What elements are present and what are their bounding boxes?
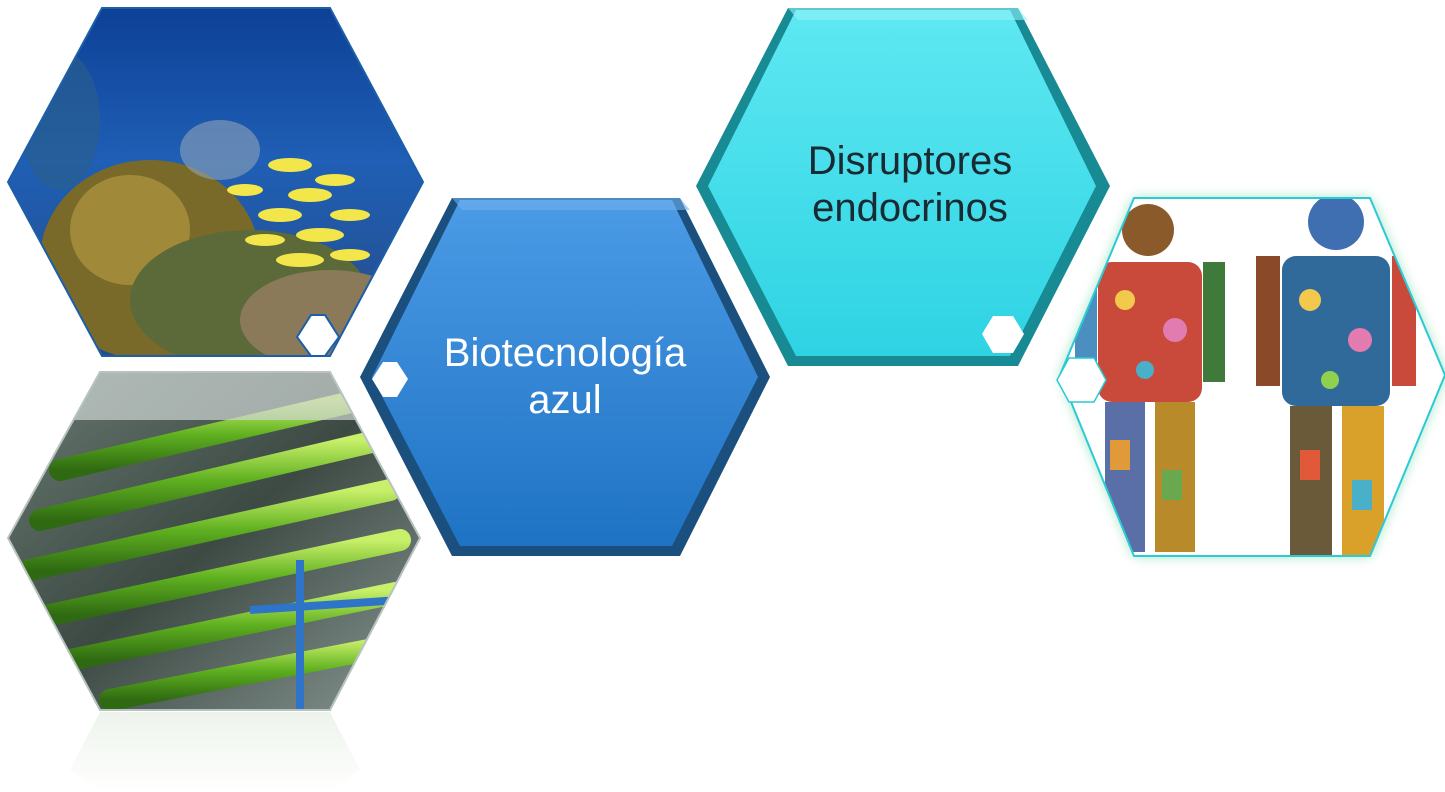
human-silhouettes-image: [1056, 197, 1445, 557]
cyan-hexagon-label-line1: Disruptores: [807, 139, 1013, 183]
small-hex-badge: [982, 316, 1024, 353]
blue-hexagon[interactable]: [360, 198, 770, 556]
cyan-hexagon[interactable]: [696, 8, 1110, 366]
small-hex-badge: [1056, 357, 1107, 403]
photobioreactor-image: [6, 371, 422, 792]
blue-hexagon-label-line2: azul: [528, 378, 602, 423]
cyan-hexagon-label-line2: endocrinos: [812, 186, 1008, 231]
small-hex-badge: [372, 362, 408, 397]
cyan-hexagon-label: Disruptores endocrinos: [760, 138, 1060, 232]
coral-reef-image: [6, 7, 425, 357]
small-hex-badge: [295, 314, 341, 357]
blue-hexagon-label-line1: Biotecnología: [443, 331, 687, 375]
blue-hexagon-label: Biotecnología azul: [415, 330, 715, 424]
